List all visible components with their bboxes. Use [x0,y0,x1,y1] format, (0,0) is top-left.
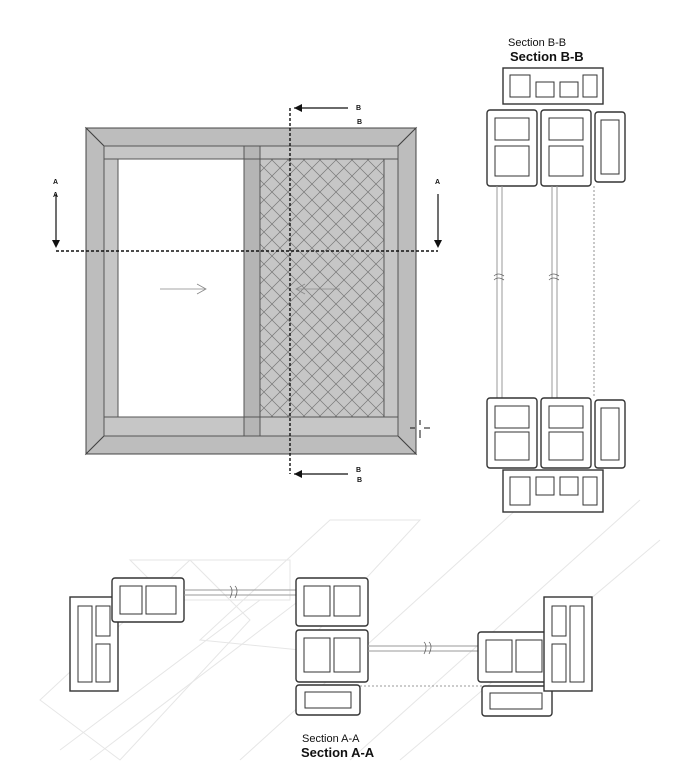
aa-left-jamb [69,596,119,692]
section-aa-label: Section A-A [302,733,360,745]
aa-center-bottom [295,684,361,716]
bb-bottom-jamb [594,399,626,469]
section-bb-label: Section B-B [508,37,566,49]
slide-right-arrow-icon [160,283,207,295]
bb-top-sash-left [486,109,538,187]
section-bb-title: Section B-B [510,49,584,64]
bb-top-sash-right [540,109,592,187]
bb-bottom-sash-left [486,397,538,469]
bb-top-jamb [594,111,626,183]
left-glass-pane [117,158,245,418]
section-aa-title: Section A-A [301,745,375,760]
a-marker-right: A [435,179,440,186]
a-marker-left-1: A [53,179,58,186]
section-aa-drawing [69,577,593,717]
b-marker-top-2: B [357,119,362,126]
aa-interlock-upper [295,577,369,627]
b-marker-bottom-1: B [356,467,361,474]
interlock-mullion [243,145,261,437]
aa-interlock-lower [295,629,369,683]
bb-head-frame [502,67,604,105]
a-cut-arrow-right [434,194,442,248]
a-cut-arrow-left [52,194,60,248]
crosshair-icon [410,420,430,438]
right-mesh-pane [259,158,385,418]
section-bb-drawing [486,67,626,513]
bb-sill-frame [502,469,604,513]
b-cut-arrow-bottom [294,470,348,478]
outer-frame [84,127,418,147]
aa-left-sash [111,577,185,623]
bb-bottom-sash-right [540,397,592,469]
aa-right-jamb [543,596,593,692]
outer-frame-left [85,126,105,456]
slide-left-arrow-icon [295,283,340,295]
b-marker-bottom-2: B [357,477,362,484]
outer-frame-bottom [84,435,418,455]
b-marker-top-1: B [356,105,361,112]
outer-frame-right [397,126,417,456]
b-cut-arrow-top [294,104,348,112]
window-elevation: B B B B A A A [52,104,442,484]
a-marker-left-2: A [53,192,58,199]
